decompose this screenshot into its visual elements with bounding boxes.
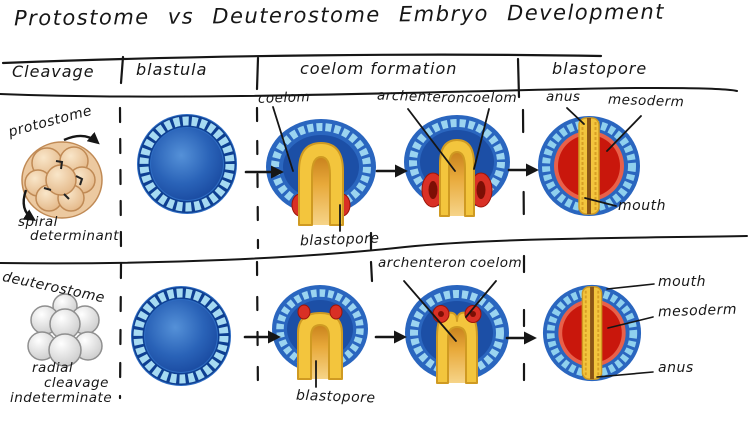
column-separator-dashed [118, 262, 123, 400]
label-determinant: determinant [30, 228, 120, 244]
column-separator-dashed [118, 106, 123, 252]
deuterostome-blastula-illustration [131, 286, 231, 386]
deuterostome-gastrula-early-illustration [272, 285, 368, 380]
deuterostome-morula-illustration [27, 293, 103, 367]
header-cleavage: Cleavage [12, 62, 95, 81]
coelom-cavity [428, 181, 438, 199]
label-blastopore: blastopore [295, 387, 376, 407]
protostome-blastula-illustration [137, 114, 237, 214]
label-radial: radial [32, 360, 74, 376]
spiral-rotation-arrow-icon [63, 131, 100, 145]
deuterostome-final-illustration [542, 284, 642, 382]
label-mesoderm: mesoderm [607, 91, 685, 111]
label-cleavage: cleavage [44, 375, 109, 391]
page-title: Protostome vs Deuterostome Embryo Develo… [13, 0, 666, 31]
label-coelom: coelom [257, 89, 311, 107]
coelom-pocket [329, 304, 343, 320]
label-anus: anus [546, 89, 581, 105]
header-blastopore: blastopore [552, 59, 648, 78]
column-separator-dashed [255, 260, 260, 402]
archenteron-lumen [448, 327, 466, 383]
label-mouth: mouth [658, 274, 706, 290]
column-separator-dashed [255, 106, 260, 250]
label-archenteron: archenteron [376, 87, 466, 107]
label-mesoderm: mesoderm [657, 301, 738, 321]
protostome-gastrula-late-illustration [404, 115, 510, 217]
deuterostome-gastrula-late-illustration [405, 285, 509, 384]
spiral-rotation-arrow-icon [22, 189, 37, 221]
header-blastula: blastula [136, 60, 208, 79]
coelom-cavity [438, 311, 444, 317]
label-archenteron: archenteron [378, 255, 467, 271]
column-tick [369, 260, 374, 283]
coelom-pocket [297, 304, 311, 320]
label-indeterminate: indeterminate [10, 390, 113, 406]
archenteron-lumen [311, 325, 329, 379]
column-tick [516, 57, 521, 99]
label-coelom: coelom [470, 255, 523, 271]
label-mouth: mouth [618, 198, 666, 214]
protostome-morula-illustration [21, 131, 103, 221]
archenteron-lumen [449, 152, 465, 216]
header-coelom-formation: coelom formation [300, 59, 458, 78]
archenteron-lumen [312, 157, 330, 225]
cell-rotation-mark-icon [43, 187, 52, 191]
label-anus: anus [658, 360, 694, 376]
column-tick [255, 56, 260, 91]
archenteron-wall [298, 142, 344, 226]
coelom-cavity [470, 311, 476, 317]
protostome-gastrula-early-illustration [266, 119, 376, 226]
coelom-cavity [476, 181, 486, 199]
column-separator-dashed [521, 108, 526, 242]
cell-rotation-mark-icon [75, 175, 84, 186]
label-coelom: coelom [465, 90, 518, 106]
column-tick [119, 55, 125, 85]
cell-rotation-mark-icon [63, 193, 70, 200]
cell-rotation-mark-icon [55, 160, 64, 170]
label-blastopore: blastopore [299, 230, 380, 250]
